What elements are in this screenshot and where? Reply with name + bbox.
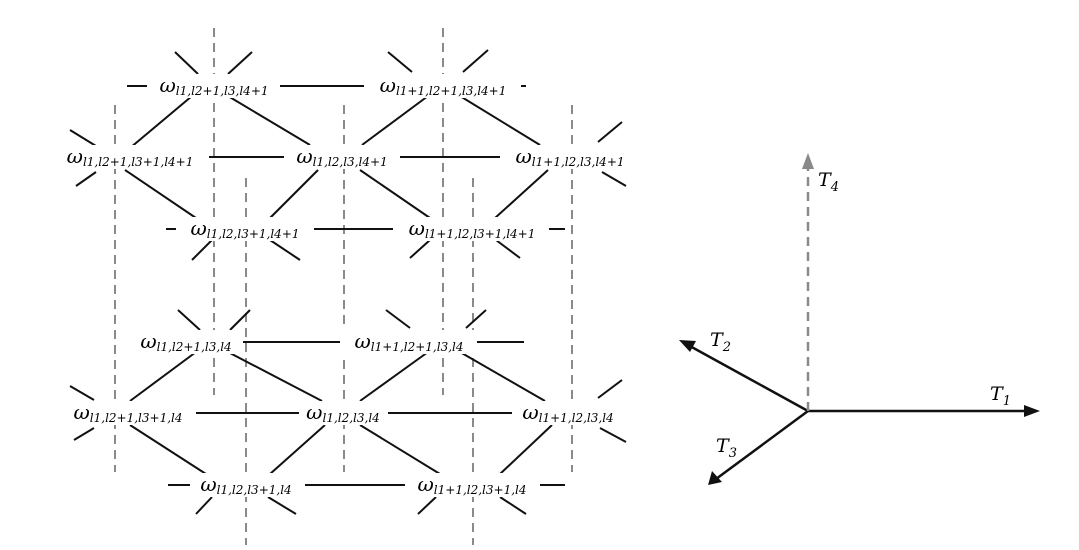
node-label: ωl1,l2,l3+1,l4+1	[179, 216, 311, 241]
svg-text:ωl1+1,l2,l3+1,l4+1: ωl1+1,l2,l3+1,l4+1	[409, 216, 536, 241]
t3-arrow	[715, 409, 809, 481]
edge	[494, 169, 549, 219]
edge-stub	[267, 496, 297, 515]
edge-stub	[69, 385, 95, 401]
svg-text:ωl1,l2+1,l3,l4: ωl1,l2+1,l3,l4	[140, 329, 231, 354]
edge	[124, 169, 197, 219]
node-label: ωl1,l2+1,l3,l4+1	[152, 73, 276, 98]
edge	[499, 424, 553, 475]
svg-text:ωl1+1,l2+1,l3,l4: ωl1+1,l2+1,l3,l4	[354, 329, 463, 354]
t4-arrowhead	[802, 153, 814, 169]
edge	[129, 95, 193, 149]
axes-legend: T1 T2 T3 T4	[679, 153, 1040, 485]
node-label: ωl1,l2,l3,l4+1	[284, 144, 400, 169]
edge-stub	[495, 239, 521, 259]
t4-label: T4	[818, 169, 839, 195]
svg-text:ωl1,l2+1,l3+1,l4+1: ωl1,l2+1,l3+1,l4+1	[67, 144, 194, 169]
edge	[269, 169, 319, 219]
svg-text:ωl1+1,l2,l3,l4+1: ωl1+1,l2,l3,l4+1	[515, 144, 624, 169]
edge-stub	[409, 239, 431, 259]
edge-stub	[597, 379, 623, 399]
node-labels: ωl1,l2+1,l3,l4+1 ωl1+1,l2+1,l3,l4+1 ωl1,…	[56, 73, 638, 497]
edge-stub	[269, 239, 301, 261]
t2-label: T2	[710, 329, 731, 355]
edge	[359, 351, 429, 402]
node-label: ωl1,l2+1,l3+1,l4+1	[56, 144, 204, 169]
edge-stub	[417, 496, 437, 515]
edge-stub	[191, 239, 213, 261]
node-label: ωl1,l2+1,l3+1,l4	[62, 400, 194, 425]
edge-stub	[227, 51, 253, 75]
edge-stub	[195, 496, 213, 515]
edge-stub	[385, 309, 411, 329]
edge-stub	[387, 51, 413, 73]
node-label: ωl1+1,l2,l3+1,l4	[406, 472, 538, 497]
t1-arrowhead	[1024, 405, 1040, 417]
t3-arrowhead	[708, 471, 722, 485]
edge-stub	[597, 121, 623, 143]
t2-arrow	[687, 343, 809, 413]
t4-dashed-links	[114, 28, 573, 545]
edge	[459, 95, 541, 146]
edge	[459, 351, 546, 402]
edge-stub	[599, 427, 627, 443]
edge-stub	[73, 427, 95, 441]
node-label: ωl1+1,l2,l3,l4	[512, 400, 624, 425]
edge-stub	[465, 309, 487, 329]
node-label: ωl1,l2,l3+1,l4	[190, 472, 302, 497]
upper-layer-edges	[69, 49, 627, 261]
edge-stub	[69, 129, 97, 147]
node-label: ωl1+1,l2+1,l3,l4+1	[367, 73, 519, 98]
node-label: ωl1+1,l2,l3,l4+1	[502, 144, 638, 169]
t2-arrowhead	[679, 340, 696, 352]
svg-text:ωl1+1,l2,l3+1,l4: ωl1+1,l2,l3+1,l4	[417, 472, 526, 497]
node-label: ωl1,l2+1,l3,l4	[132, 329, 240, 354]
edge	[129, 424, 207, 475]
svg-text:ωl1+1,l2+1,l3,l4+1: ωl1+1,l2+1,l3,l4+1	[380, 73, 507, 98]
node-label: ωl1+1,l2,l3+1,l4+1	[396, 216, 548, 241]
svg-text:ωl1,l2,l3,l4+1: ωl1,l2,l3,l4+1	[296, 144, 387, 169]
edge-stub	[462, 49, 489, 73]
edge	[227, 351, 323, 402]
edge	[227, 95, 311, 146]
svg-text:ωl1,l2,l3+1,l4+1: ωl1,l2,l3+1,l4+1	[190, 216, 299, 241]
edge-stub	[601, 171, 627, 187]
node-label: ωl1+1,l2+1,l3,l4	[343, 329, 475, 354]
svg-text:ωl1,l2,l3,l4: ωl1,l2,l3,l4	[306, 400, 380, 425]
svg-text:ωl1,l2,l3+1,l4: ωl1,l2,l3+1,l4	[200, 472, 291, 497]
lower-layer-edges	[69, 309, 627, 515]
t3-label: T3	[716, 435, 737, 461]
edge	[269, 424, 326, 475]
svg-text:ωl1,l2+1,l3+1,l4: ωl1,l2+1,l3+1,l4	[73, 400, 182, 425]
edge	[359, 169, 431, 219]
svg-text:ωl1,l2+1,l3,l4+1: ωl1,l2+1,l3,l4+1	[159, 73, 268, 98]
svg-text:ωl1+1,l2,l3,l4: ωl1+1,l2,l3,l4	[522, 400, 613, 425]
edge-stub	[75, 171, 97, 187]
edge-stub	[229, 309, 251, 331]
edge-stub	[499, 496, 527, 515]
edge	[361, 95, 429, 146]
edge	[359, 424, 441, 475]
node-label: ωl1,l2,l3,l4	[299, 400, 387, 425]
edge-stub	[174, 51, 199, 75]
edge-stub	[177, 309, 201, 331]
edge	[129, 351, 197, 402]
t1-label: T1	[990, 383, 1011, 409]
